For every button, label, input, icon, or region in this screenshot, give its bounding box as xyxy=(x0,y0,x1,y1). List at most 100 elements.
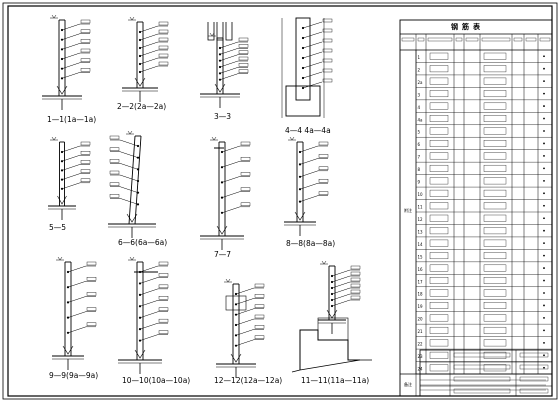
sec7-leader xyxy=(221,191,241,198)
schedule-header-cell xyxy=(465,37,479,42)
sec12-leader xyxy=(235,298,255,305)
sec6-leader-text xyxy=(109,135,120,140)
sec3-leader xyxy=(219,67,239,74)
schedule-row-number: 13 xyxy=(418,229,424,234)
sec1-leader-text xyxy=(80,68,91,72)
sec4-rebar-dot xyxy=(301,56,305,60)
sec10-leader xyxy=(139,277,159,284)
schedule-bar-sketch xyxy=(429,164,449,172)
sec9-rebar-dot xyxy=(66,270,70,274)
schedule-mark xyxy=(543,92,545,95)
schedule-mark xyxy=(543,67,545,70)
sec4-leader-text xyxy=(322,68,333,73)
sec6-rebar-dot xyxy=(136,191,140,194)
sec12-leader-text xyxy=(254,283,265,288)
sec12-leader-text xyxy=(254,325,265,329)
sec2-leader-text xyxy=(158,53,169,58)
sec5-elev-arrow xyxy=(51,136,57,141)
sec4-leader-text xyxy=(322,58,333,63)
sec4-rebar-dot xyxy=(301,86,305,90)
sec8-rebar-dot xyxy=(298,188,302,191)
sec12-rebar-dot xyxy=(234,303,238,306)
sec6-leader xyxy=(119,163,139,170)
schedule-row-number: 5 xyxy=(418,130,421,135)
sec11-leader-text xyxy=(350,289,361,294)
schedule-row-number: 4 xyxy=(418,105,421,110)
schedule-row-number: 18 xyxy=(418,292,424,297)
sec2-rebar-dot xyxy=(138,54,142,58)
schedule-bar-sketch xyxy=(483,102,507,110)
sec3-leader-text xyxy=(238,44,249,48)
schedule-bar-sketch xyxy=(429,339,449,347)
schedule-header-cell xyxy=(513,37,523,42)
schedule-bar-sketch xyxy=(429,364,449,372)
schedule-bar-sketch xyxy=(483,326,507,334)
schedule-bar-sketch xyxy=(429,177,449,185)
schedule-bar-sketch xyxy=(483,140,507,147)
schedule-bar-sketch xyxy=(429,314,449,322)
sec11-leader-text xyxy=(350,283,361,288)
schedule-row-number: 8 xyxy=(418,167,421,172)
sec5-leader-text xyxy=(80,178,91,183)
schedule-row-number: 3 xyxy=(418,92,421,97)
sec1-leader-text xyxy=(80,29,91,33)
sec10-leader xyxy=(139,311,159,318)
sec8-haunch xyxy=(294,211,306,221)
schedule-note-header: 附注 xyxy=(404,207,412,213)
sec7-rebar-dot xyxy=(220,166,224,169)
schedule-bar-sketch xyxy=(483,52,507,60)
sec6-leader-text xyxy=(109,170,120,175)
title-block-text xyxy=(453,388,511,394)
sec2-leader-text xyxy=(158,61,169,66)
schedule-header-cell xyxy=(525,37,537,42)
schedule-bar-sketch xyxy=(483,351,507,359)
sec10-leader xyxy=(139,288,159,296)
sec1-rebar-dot xyxy=(60,77,64,80)
sec10-rebar-dot xyxy=(138,305,142,308)
sec9-leader-text xyxy=(86,292,97,296)
sec2-leader-text xyxy=(158,45,169,50)
sec10-elev-arrow xyxy=(129,256,135,261)
sec1-leader xyxy=(61,72,81,79)
sec10-leader xyxy=(139,300,159,307)
sec12-rebar-dot xyxy=(234,292,238,296)
schedule-header-cell xyxy=(427,37,453,42)
sec9-leader xyxy=(67,311,87,318)
schedule-bar-sketch xyxy=(429,252,449,260)
schedule-mark xyxy=(543,254,545,257)
schedule-bar-sketch xyxy=(483,364,507,372)
sec3-fork-mid xyxy=(216,22,224,41)
sec4-rebar-dot xyxy=(301,26,305,30)
schedule-row-number: 15 xyxy=(418,254,424,259)
sec11-rebar-dot xyxy=(330,274,334,278)
schedule-mark xyxy=(543,354,545,357)
sec9-leader-text xyxy=(86,261,97,266)
sec1-leader xyxy=(61,62,81,69)
sec11-slope xyxy=(291,359,372,373)
section-label-4: 4—4 4a—4a xyxy=(285,126,331,135)
sec6-leader xyxy=(119,198,139,205)
schedule-header-cell xyxy=(539,37,551,42)
sec6-leader-text xyxy=(109,194,120,198)
sec4-leader xyxy=(302,71,323,79)
sec9-leader xyxy=(67,296,87,303)
sec10-rebar-dot xyxy=(138,339,142,342)
sec10-leader xyxy=(139,334,159,341)
sec6-leader-text xyxy=(109,182,120,186)
sec2-leader xyxy=(139,33,159,41)
sec12-leader-text xyxy=(254,314,265,319)
sec4-rebar-dot xyxy=(301,66,305,70)
sec10-leader-text xyxy=(158,330,169,334)
sec12-rebar-dot xyxy=(234,313,238,316)
section-label-10: 10—10(10a—10a) xyxy=(122,376,191,385)
sec7-elev-arrow xyxy=(211,136,217,141)
schedule-mark xyxy=(543,304,545,307)
schedule-row-number: 17 xyxy=(418,279,424,284)
sec9-leader-text xyxy=(86,277,97,281)
sec3-leader xyxy=(219,73,239,80)
sec9-leader-text xyxy=(86,307,97,311)
schedule-mark xyxy=(543,242,545,245)
sec1-elev-arrow xyxy=(51,14,57,19)
schedule-bar-sketch xyxy=(483,252,507,260)
sec5-leader xyxy=(61,164,81,171)
